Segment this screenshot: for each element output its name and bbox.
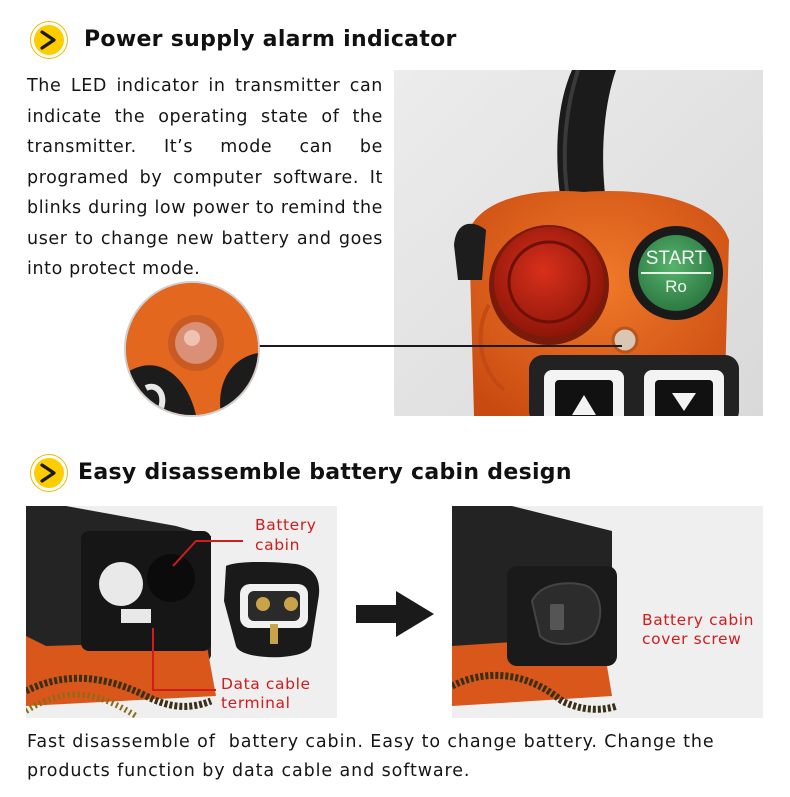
data-cable-label-line1: Data cable: [221, 675, 311, 693]
data-cable-label-line2: terminal: [221, 694, 291, 712]
cover-screw-label-line2: cover screw: [642, 630, 742, 648]
arrow-right-icon: [356, 591, 434, 637]
section-heading-battery-cabin: Easy disassemble battery cabin design: [78, 460, 572, 485]
battery-caption: Fast disassemble of battery cabin. Easy …: [27, 728, 772, 786]
battery-cabin-closed-photo: [452, 506, 763, 718]
transmitter-photo: START Ro: [394, 70, 763, 416]
caption-line-1: Fast disassemble of battery cabin. Easy …: [27, 732, 715, 752]
section-heading-power-alarm: Power supply alarm indicator: [84, 27, 457, 52]
start-button-sub: Ro: [665, 277, 687, 296]
led-description: The LED indicator in transmitter can ind…: [27, 76, 383, 279]
battery-cabin-label-line1: Battery: [255, 516, 317, 534]
cover-screw-label-line1: Battery cabin: [642, 611, 755, 629]
battery-cabin-open-photo: [26, 506, 337, 718]
chevron-right-icon: [31, 22, 67, 58]
caption-line-2: products function by data cable and soft…: [27, 761, 471, 781]
chevron-right-icon: [31, 455, 67, 491]
led-zoom-circle: [124, 281, 260, 417]
battery-cabin-label-line2: cabin: [255, 536, 300, 554]
start-button-label: START: [646, 248, 707, 269]
